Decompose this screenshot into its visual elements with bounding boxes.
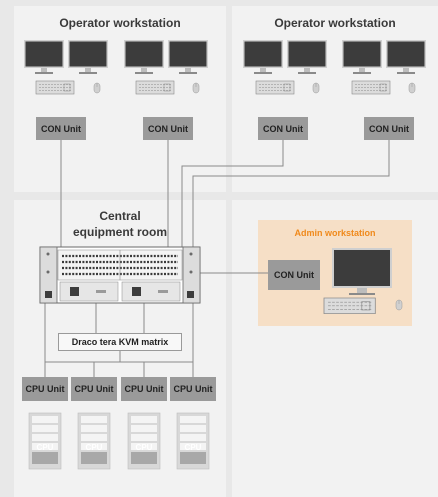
con-unit-box: CON Unit: [36, 117, 86, 140]
cpu-label: CPU: [37, 443, 54, 452]
kvm-matrix-label: Draco tera KVM matrix: [58, 333, 182, 351]
monitor-icon: [124, 40, 164, 74]
central-equipment-room-title-line2: equipment room: [72, 225, 167, 239]
operator-workstation-right-title: Operator workstation: [274, 16, 396, 30]
central-equipment-room-title-line1: Central: [99, 209, 141, 223]
keyboard-icon: [35, 80, 75, 95]
con-unit-box: CON Unit: [143, 117, 193, 140]
mouse-icon: [395, 299, 403, 311]
cpu-tower-icon: [28, 412, 62, 470]
kvm-matrix-chassis-icon: [39, 246, 201, 304]
monitor-icon: [342, 40, 382, 74]
monitor-icon: [168, 40, 208, 74]
cpu-label: CPU: [185, 443, 202, 452]
admin-workstation-title: Admin workstation: [294, 228, 376, 238]
keyboard-icon: [351, 80, 391, 95]
cpu-tower-icon: [127, 412, 161, 470]
cpu-label: CPU: [136, 443, 153, 452]
mouse-icon: [93, 82, 101, 94]
con-unit-box: CON Unit: [364, 117, 414, 140]
cpu-unit-box: CPU Unit: [121, 377, 167, 401]
cpu-tower-icon: [77, 412, 111, 470]
keyboard-icon: [255, 80, 295, 95]
con-unit-box: CON Unit: [268, 260, 320, 290]
keyboard-icon: [135, 80, 175, 95]
cpu-unit-box: CPU Unit: [170, 377, 216, 401]
cpu-tower-icon: [176, 412, 210, 470]
monitor-icon: [68, 40, 108, 74]
keyboard-icon: [323, 297, 376, 315]
mouse-icon: [408, 82, 416, 94]
cpu-label: CPU: [86, 443, 103, 452]
mouse-icon: [312, 82, 320, 94]
operator-workstation-left-panel: [14, 6, 226, 192]
operator-workstation-right-panel: [232, 6, 438, 192]
mouse-icon: [192, 82, 200, 94]
cpu-unit-box: CPU Unit: [22, 377, 68, 401]
cables: [44, 140, 390, 377]
con-unit-box: CON Unit: [258, 117, 308, 140]
monitor-icon: [386, 40, 426, 74]
monitor-icon: [287, 40, 327, 74]
cpu-unit-box: CPU Unit: [71, 377, 117, 401]
monitor-icon: [243, 40, 283, 74]
operator-workstation-left-title: Operator workstation: [59, 16, 181, 30]
monitor-icon: [24, 40, 64, 74]
monitor-icon: [332, 248, 392, 295]
